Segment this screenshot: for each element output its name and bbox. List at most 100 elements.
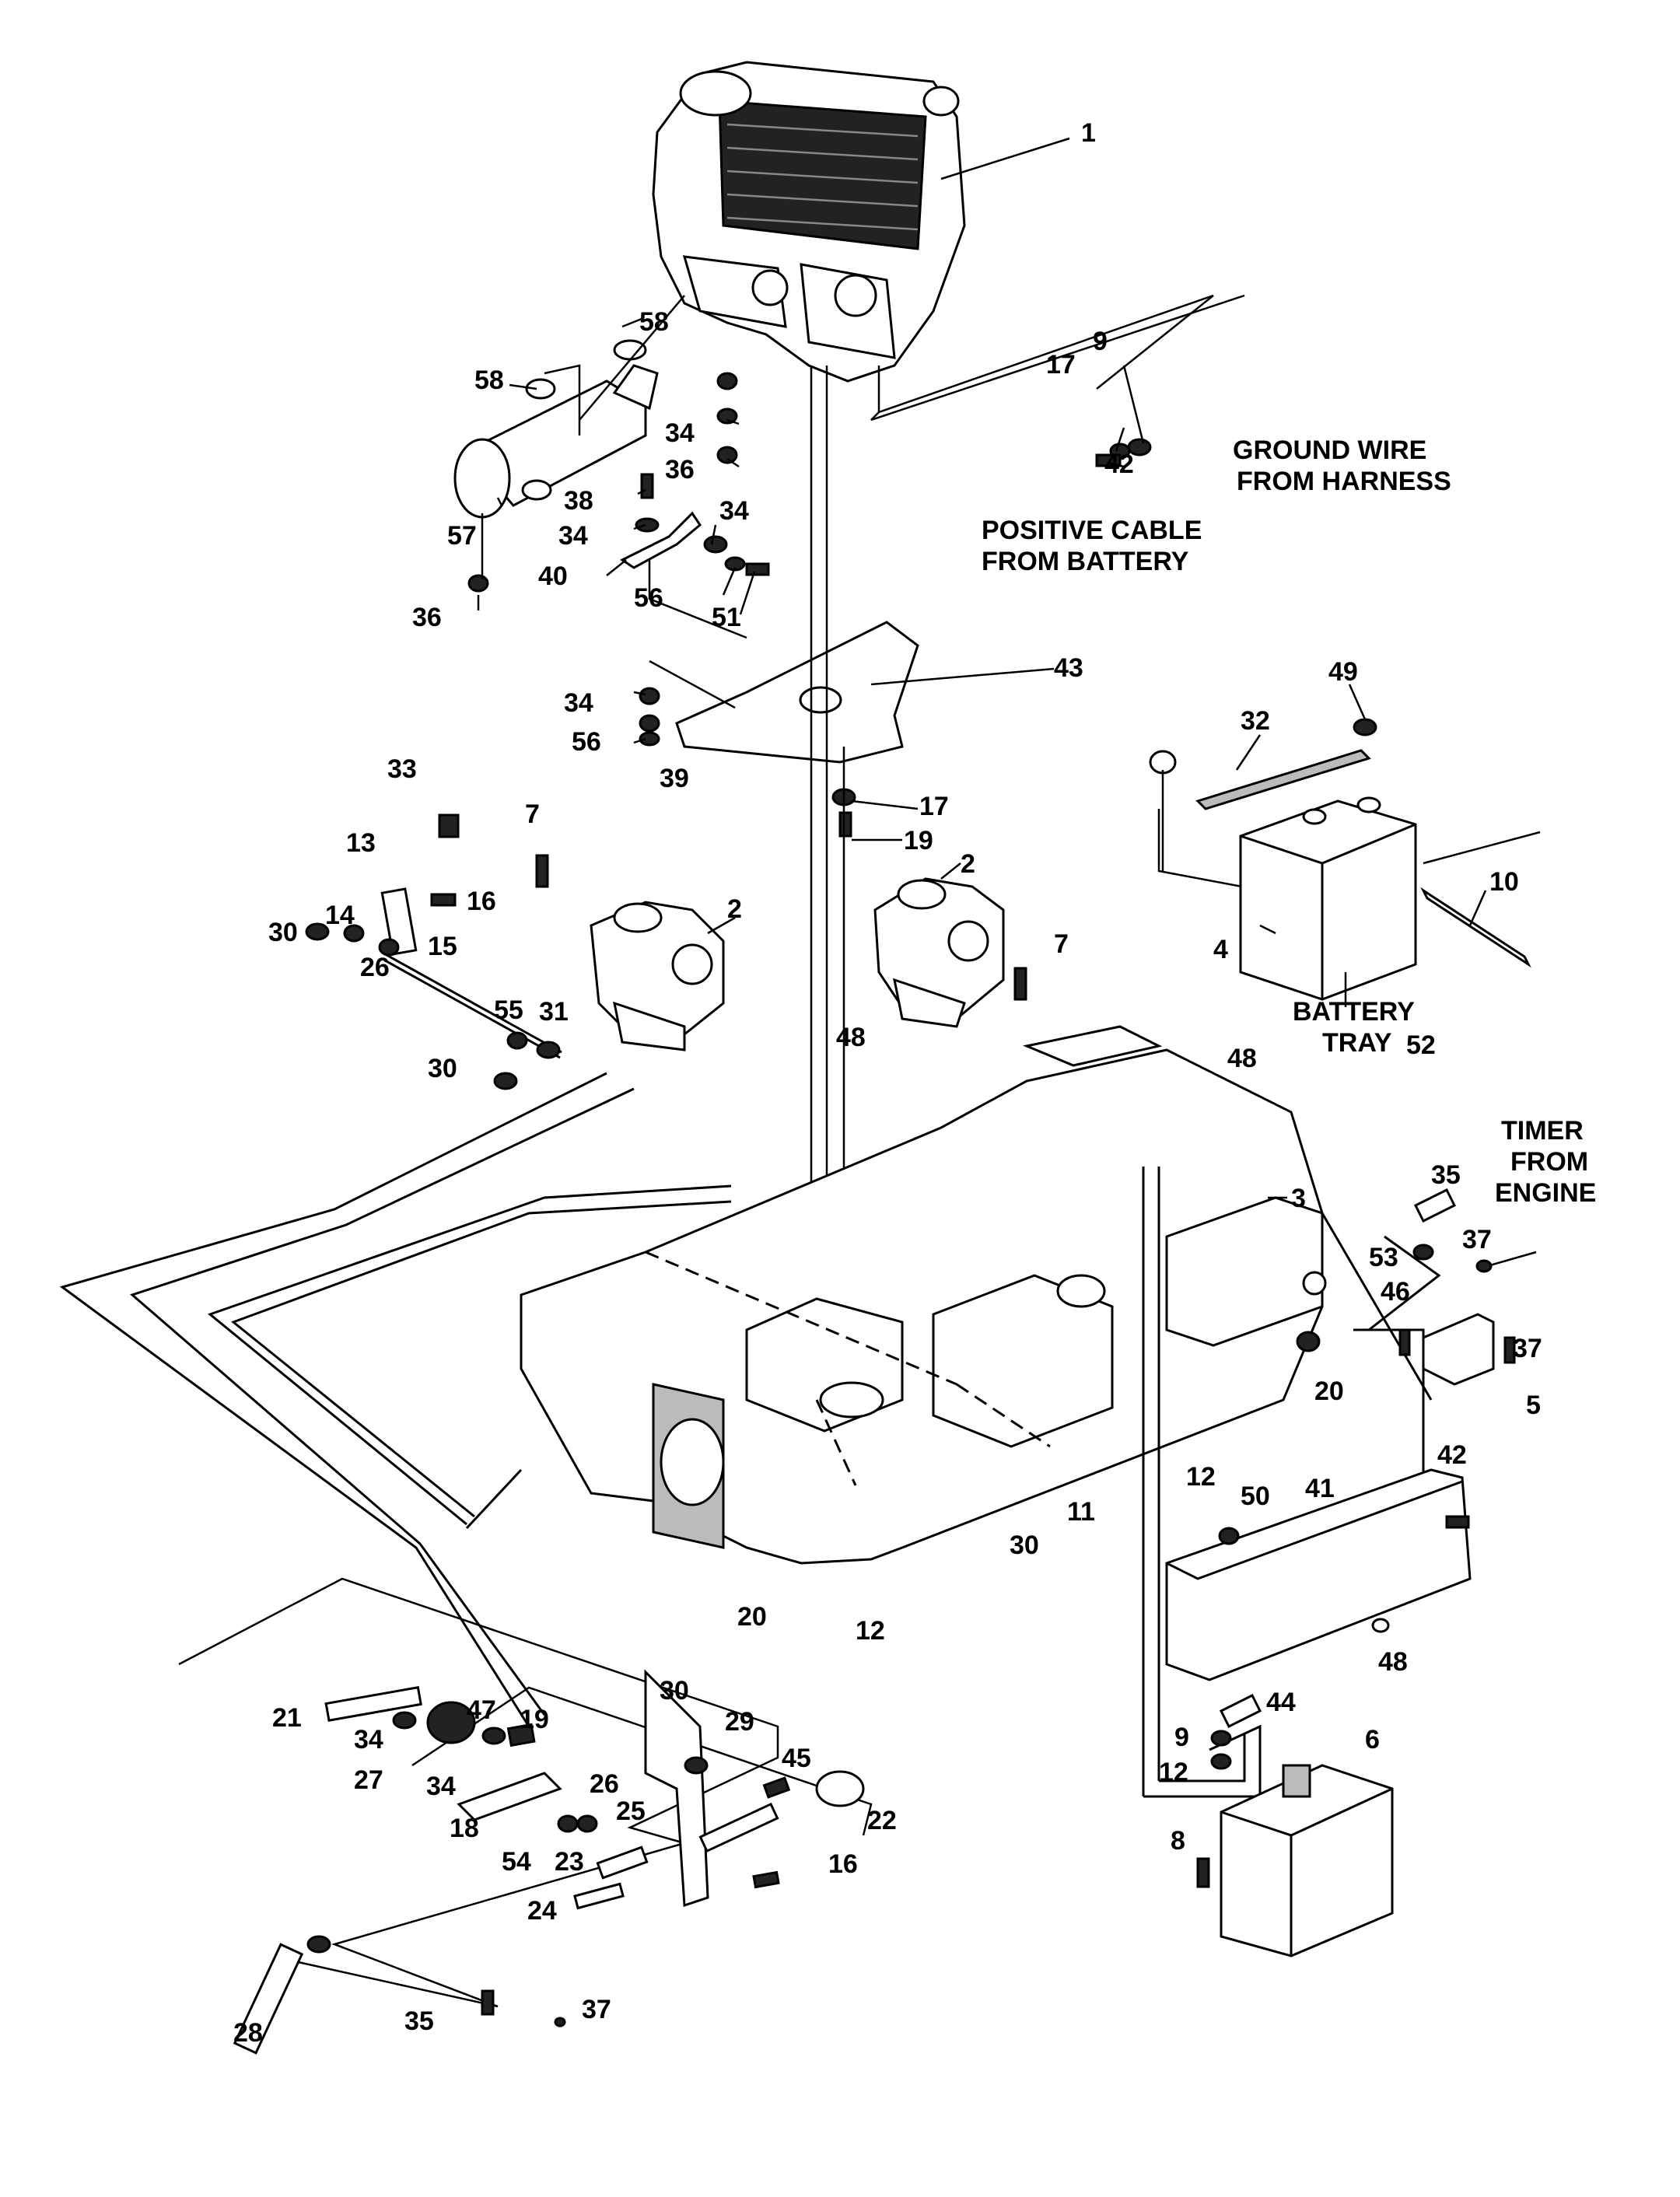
callout-9: 9 — [1093, 327, 1108, 356]
callout-43: 43 — [1054, 653, 1083, 683]
callout-22: 22 — [867, 1806, 897, 1835]
callout-27: 27 — [354, 1765, 383, 1795]
callout-56: 56 — [634, 583, 663, 613]
callout-48: 48 — [1378, 1647, 1408, 1677]
engine-illustration — [652, 61, 966, 383]
callout-37: 37 — [1462, 1225, 1492, 1254]
callout-23: 23 — [555, 1847, 584, 1877]
callout-28: 28 — [233, 2018, 263, 2048]
callout-35: 35 — [1431, 1160, 1461, 1190]
callout-34: 34 — [719, 496, 749, 526]
callout-17: 17 — [919, 792, 949, 821]
hardware-small — [467, 372, 1152, 838]
callout-numbers: 1 58 58 17 9 42 34 36 38 34 34 40 56 51 … — [233, 118, 1542, 2048]
callout-30: 30 — [268, 918, 298, 947]
callout-46: 46 — [1381, 1277, 1410, 1307]
note-timer: FROM — [1510, 1147, 1588, 1177]
callout-30: 30 — [428, 1054, 457, 1083]
callout-3: 3 — [1291, 1184, 1306, 1213]
callout-47: 47 — [467, 1695, 496, 1725]
callout-1: 1 — [1081, 118, 1096, 148]
callout-2: 2 — [727, 894, 742, 924]
callout-18: 18 — [450, 1814, 479, 1843]
callout-32: 32 — [1241, 706, 1270, 736]
note-positive-cable: POSITIVE CABLE — [982, 516, 1202, 545]
callout-34: 34 — [354, 1725, 383, 1754]
bracket-40 — [620, 511, 702, 569]
callout-7: 7 — [1054, 929, 1069, 959]
carburetor-right — [873, 877, 1005, 1028]
callout-12: 12 — [856, 1616, 885, 1646]
callout-57: 57 — [447, 521, 477, 551]
note-battery-tray: TRAY — [1322, 1028, 1392, 1058]
callout-52: 52 — [1406, 1030, 1436, 1060]
callout-34: 34 — [558, 521, 588, 551]
callout-19: 19 — [904, 826, 933, 855]
callout-19: 19 — [520, 1705, 549, 1734]
callout-14: 14 — [325, 901, 355, 930]
callout-2: 2 — [961, 849, 975, 879]
callout-41: 41 — [1305, 1474, 1335, 1503]
callout-16: 16 — [467, 887, 496, 916]
callout-29: 29 — [725, 1707, 754, 1737]
callout-42: 42 — [1437, 1440, 1467, 1470]
callout-53: 53 — [1369, 1243, 1398, 1272]
callout-37: 37 — [582, 1995, 611, 2024]
callout-58: 58 — [639, 307, 669, 337]
note-timer: TIMER — [1501, 1116, 1584, 1146]
notes: GROUND WIRE FROM HARNESS POSITIVE CABLE … — [982, 436, 1596, 1208]
callout-20: 20 — [737, 1602, 767, 1632]
callout-54: 54 — [502, 1847, 531, 1877]
callout-40: 40 — [538, 561, 568, 591]
callout-34: 34 — [426, 1772, 456, 1801]
callout-12: 12 — [1186, 1462, 1216, 1492]
callout-7: 7 — [525, 799, 540, 829]
engine-plate-43 — [675, 621, 919, 764]
plate-hole — [799, 686, 842, 714]
callout-30: 30 — [1010, 1531, 1039, 1560]
callout-48: 48 — [836, 1023, 866, 1052]
throttle-linkage — [305, 813, 1027, 1090]
callout-26: 26 — [360, 953, 390, 982]
callout-50: 50 — [1241, 1482, 1270, 1511]
callout-20: 20 — [1314, 1377, 1344, 1406]
leader-lines — [477, 137, 1487, 1199]
note-timer: ENGINE — [1495, 1178, 1596, 1208]
tray-bracket — [1165, 1468, 1472, 1770]
callout-6: 6 — [1365, 1725, 1380, 1754]
callout-30: 30 — [660, 1676, 689, 1705]
callout-58: 58 — [474, 366, 504, 395]
callout-49: 49 — [1328, 657, 1358, 687]
callout-24: 24 — [527, 1896, 557, 1926]
callout-4: 4 — [1213, 935, 1228, 964]
reservoir-tank — [1196, 1764, 1394, 1957]
callout-8: 8 — [1171, 1826, 1185, 1856]
timer-bracket — [1296, 1188, 1537, 1386]
callout-12: 12 — [1159, 1758, 1188, 1787]
callout-10: 10 — [1489, 867, 1519, 897]
callout-5: 5 — [1526, 1391, 1541, 1420]
callout-13: 13 — [346, 828, 376, 858]
callout-45: 45 — [782, 1744, 811, 1773]
carburetor-left — [590, 901, 725, 1051]
wiring-harness — [59, 1072, 1441, 1798]
note-battery-tray: BATTERY — [1293, 997, 1415, 1027]
callout-34: 34 — [564, 688, 593, 718]
callout-36: 36 — [665, 455, 695, 485]
note-ground-wire: GROUND WIRE — [1233, 436, 1426, 465]
callout-15: 15 — [428, 932, 457, 961]
callout-48: 48 — [1227, 1044, 1257, 1073]
callout-36: 36 — [412, 603, 442, 632]
callout-35: 35 — [404, 2006, 434, 2036]
note-positive-cable: FROM BATTERY — [982, 547, 1189, 576]
callout-26: 26 — [590, 1769, 619, 1799]
callout-31: 31 — [539, 997, 569, 1027]
note-ground-wire: FROM HARNESS — [1237, 467, 1451, 496]
battery-illustration — [1149, 718, 1531, 1007]
callout-55: 55 — [494, 995, 523, 1025]
callout-9: 9 — [1174, 1723, 1189, 1752]
callout-51: 51 — [712, 603, 741, 632]
callout-33: 33 — [387, 754, 417, 784]
callout-42: 42 — [1104, 450, 1134, 479]
